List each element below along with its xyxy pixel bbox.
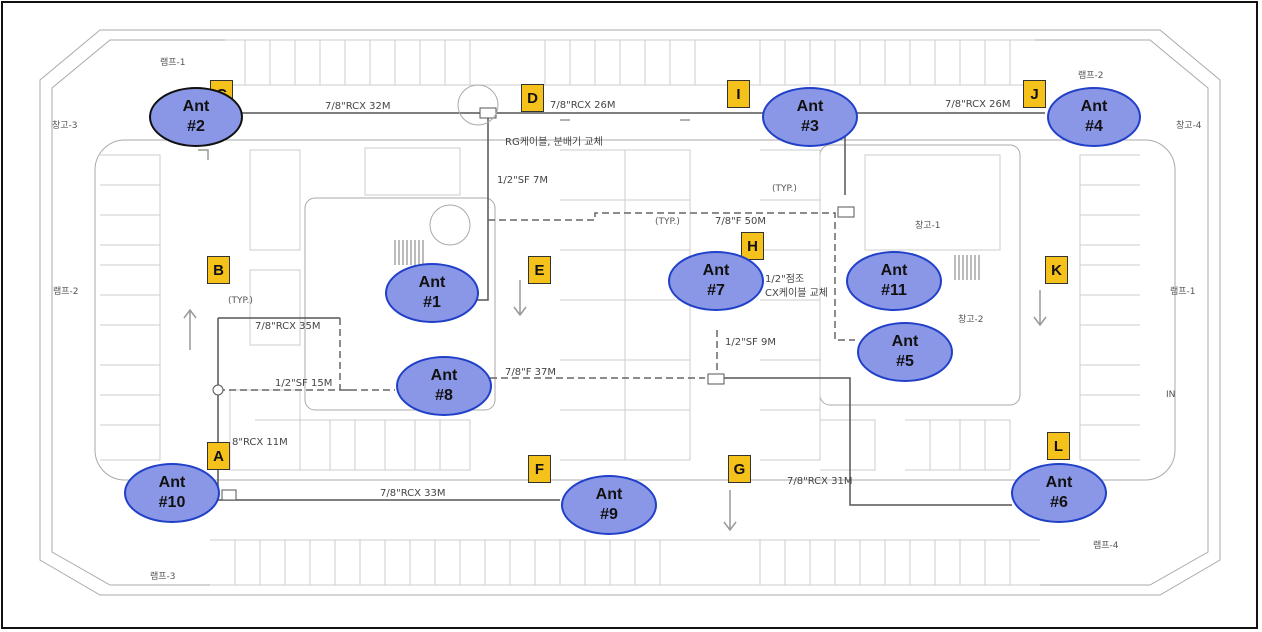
stairs bbox=[394, 240, 980, 280]
label-jumper: 1/2"점조 bbox=[765, 274, 805, 285]
label-ramp-2-top: 램프-2 bbox=[1078, 71, 1104, 81]
label-rcx26b: 7/8"RCX 26M bbox=[945, 99, 1011, 110]
antenna-9-label: Ant bbox=[595, 486, 623, 503]
label-typ-3: (TYP.) bbox=[655, 217, 680, 227]
label-typ-2: (TYP.) bbox=[772, 184, 797, 194]
antenna-7-number: #7 bbox=[707, 282, 725, 299]
antenna-10-label: Ant bbox=[158, 474, 186, 491]
label-sf15: 1/2"SF 15M bbox=[275, 378, 333, 389]
antenna-8-label: Ant bbox=[430, 367, 458, 384]
antenna-1-number: #1 bbox=[423, 294, 441, 311]
location-tag-a: A bbox=[207, 442, 230, 470]
label-ramp-left: 램프-2 bbox=[53, 287, 79, 297]
label-cx-replace: CX케이블 교체 bbox=[765, 288, 829, 299]
label-rcx32: 7/8"RCX 32M bbox=[325, 101, 391, 112]
cable-runs bbox=[217, 112, 1045, 506]
antenna-6-label: Ant bbox=[1045, 474, 1073, 491]
label-in: IN bbox=[1166, 390, 1176, 400]
label-store-2: 창고-2 bbox=[958, 315, 984, 325]
antenna-4-number: #4 bbox=[1085, 118, 1103, 135]
antenna-3-label: Ant bbox=[796, 98, 824, 115]
label-rcx35: 7/8"RCX 35M bbox=[255, 321, 321, 332]
label-store-3: 창고-3 bbox=[52, 121, 78, 131]
antenna-8-number: #8 bbox=[435, 387, 453, 404]
cable-nodes bbox=[212, 84, 855, 501]
antenna-7: Ant #7 bbox=[668, 251, 764, 311]
label-rcx11: 8"RCX 11M bbox=[232, 437, 288, 448]
cable-dashed bbox=[218, 212, 855, 391]
label-f37: 7/8"F 37M bbox=[505, 367, 556, 378]
antenna-1-label: Ant bbox=[418, 274, 446, 291]
label-sf7: 1/2"SF 7M bbox=[497, 175, 548, 186]
flow-arrows bbox=[183, 119, 1047, 532]
antenna-11: Ant #11 bbox=[846, 251, 942, 311]
antenna-2-label: Ant bbox=[182, 98, 210, 115]
location-tag-l: L bbox=[1047, 432, 1070, 460]
antenna-2: Ant #2 bbox=[149, 87, 243, 147]
antenna-7-label: Ant bbox=[702, 262, 730, 279]
cable-right-mid bbox=[717, 377, 1012, 506]
antenna-2-number: #2 bbox=[187, 118, 205, 135]
label-typ-1: (TYP.) bbox=[228, 296, 253, 306]
location-tag-d: D bbox=[521, 84, 544, 112]
label-store-1: 창고-1 bbox=[915, 221, 941, 231]
antenna-3-number: #3 bbox=[801, 118, 819, 135]
label-f50: 7/8"F 50M bbox=[715, 216, 766, 227]
antenna-4-label: Ant bbox=[1080, 98, 1108, 115]
antenna-8: Ant #8 bbox=[396, 356, 492, 416]
antenna-3: Ant #3 bbox=[762, 87, 858, 147]
antenna-11-label: Ant bbox=[880, 262, 908, 279]
label-ramp-3: 램프-3 bbox=[150, 572, 176, 582]
label-rcx33: 7/8"RCX 33M bbox=[380, 488, 446, 499]
antenna-5-label: Ant bbox=[891, 333, 919, 350]
label-ramp-1: 램프-1 bbox=[160, 58, 186, 68]
label-store-4: 창고-4 bbox=[1176, 121, 1202, 131]
location-tag-k: K bbox=[1045, 256, 1068, 284]
antenna-5-number: #5 bbox=[896, 353, 914, 370]
antenna-5: Ant #5 bbox=[857, 322, 953, 382]
label-rcx26a: 7/8"RCX 26M bbox=[550, 100, 616, 111]
location-tag-b: B bbox=[207, 256, 230, 284]
location-tag-e: E bbox=[528, 256, 551, 284]
antenna-6: Ant #6 bbox=[1011, 463, 1107, 523]
label-sf9: 1/2"SF 9M bbox=[725, 337, 776, 348]
label-ramp-4: 램프-4 bbox=[1093, 541, 1119, 551]
antenna-10: Ant #10 bbox=[124, 463, 220, 523]
parking-stalls bbox=[100, 39, 1140, 586]
antenna-4: Ant #4 bbox=[1047, 87, 1141, 147]
antenna-9-number: #9 bbox=[600, 506, 618, 523]
location-tag-i: I bbox=[727, 80, 750, 108]
antenna-10-number: #10 bbox=[158, 494, 186, 511]
label-ramp-right: 램프-1 bbox=[1170, 287, 1196, 297]
antenna-1: Ant #1 bbox=[385, 263, 479, 323]
label-rcx31: 7/8"RCX 31M bbox=[787, 476, 853, 487]
antenna-6-number: #6 bbox=[1050, 494, 1068, 511]
antenna-9: Ant #9 bbox=[561, 475, 657, 535]
location-tag-g: G bbox=[728, 455, 751, 483]
location-tag-h: H bbox=[741, 232, 764, 260]
location-tag-f: F bbox=[528, 455, 551, 483]
antenna-11-number: #11 bbox=[881, 282, 907, 299]
label-rg-replace: RG케이블, 분배기 교체 bbox=[505, 137, 603, 148]
location-tag-j: J bbox=[1023, 80, 1046, 108]
